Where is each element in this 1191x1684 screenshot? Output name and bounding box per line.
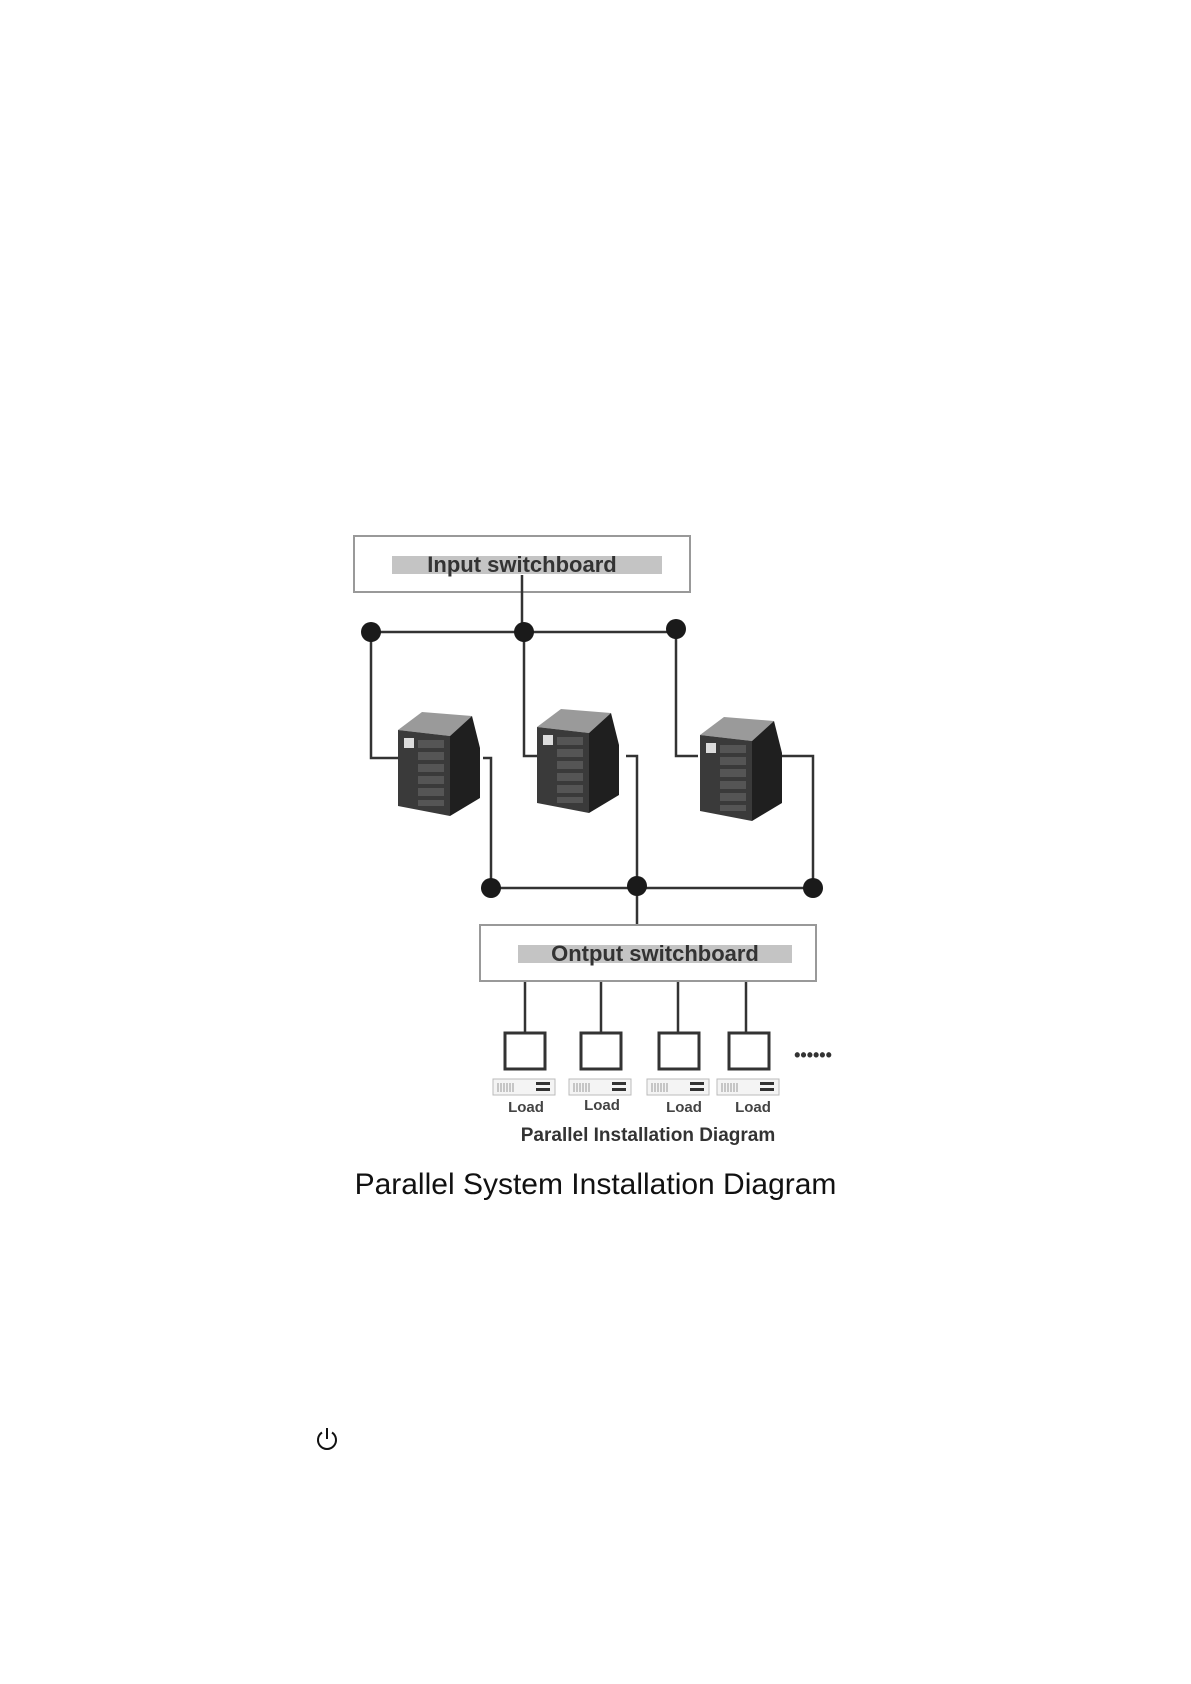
- load-device-icon: [493, 1033, 555, 1095]
- figure-caption: Parallel System Installation Diagram: [0, 1168, 1191, 1202]
- ups-cabinet-icon: [700, 717, 782, 821]
- continuation-dots: ••••••: [794, 1045, 832, 1065]
- output-switchboard-label: Ontput switchboard: [551, 941, 759, 966]
- load-device-icon: [569, 1033, 631, 1095]
- load-device-icon: [717, 1033, 779, 1095]
- load-label: Load: [735, 1099, 771, 1116]
- ups-cabinet-icon: [398, 712, 480, 816]
- output-switchboard: Ontput switchboard: [480, 925, 816, 981]
- load-label: Load: [584, 1097, 620, 1114]
- load-device-icon: [647, 1033, 709, 1095]
- input-switchboard-label: Input switchboard: [427, 552, 616, 577]
- power-icon: [314, 1426, 340, 1452]
- inner-diagram-caption: Parallel Installation Diagram: [521, 1125, 775, 1146]
- load-label: Load: [666, 1099, 702, 1116]
- load-label: Load: [508, 1099, 544, 1116]
- ups-cabinet-icon: [537, 709, 619, 813]
